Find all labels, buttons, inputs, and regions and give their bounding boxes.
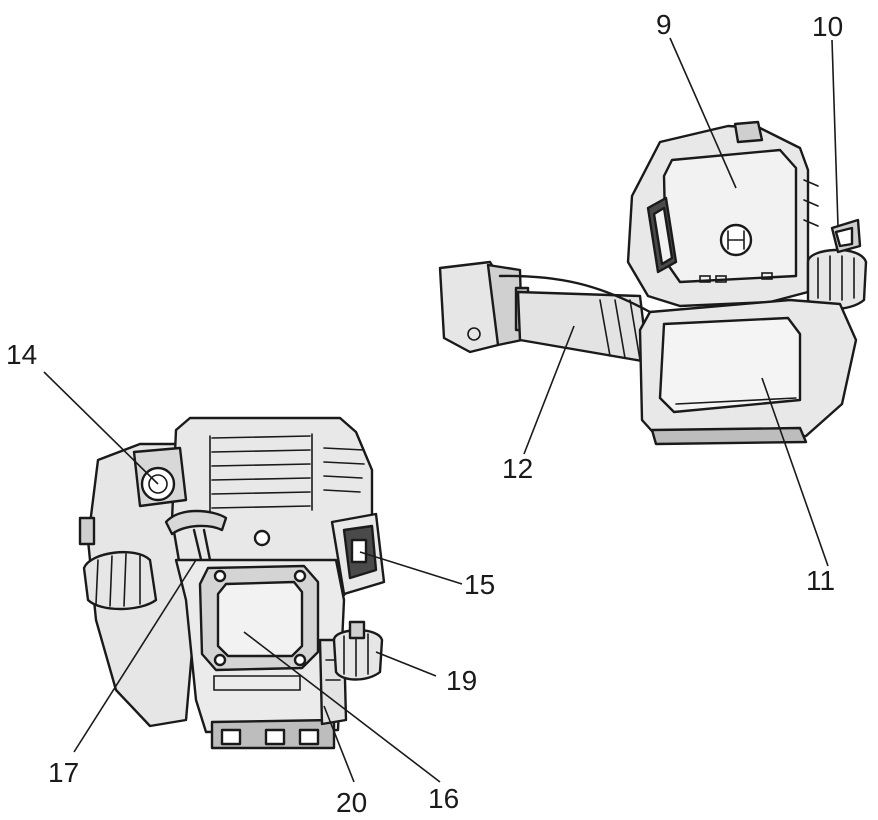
engine-side-view (438, 120, 868, 446)
leader-9 (669, 37, 737, 189)
leader-10 (831, 39, 839, 227)
housing-bolt (253, 529, 271, 547)
fuel-tank-cap (806, 218, 868, 311)
callout-11: 11 (806, 565, 835, 596)
leader-15 (359, 551, 463, 585)
leader-17 (73, 559, 197, 753)
callout-10: 10 (812, 11, 843, 42)
callout-12: 12 (502, 453, 533, 484)
spark-plug-cap (132, 446, 188, 508)
engine-front-view (78, 416, 386, 750)
callout-20: 20 (336, 787, 367, 818)
callout-15: 15 (464, 569, 495, 600)
leader-11 (761, 377, 829, 567)
fuel-filler (332, 620, 384, 681)
air-cleaner-cover (626, 120, 819, 308)
callout-16: 16 (428, 783, 459, 814)
fuel-tank (638, 298, 858, 446)
callout-14: 14 (6, 339, 37, 370)
callout-19: 19 (446, 665, 477, 696)
callout-17: 17 (48, 757, 79, 788)
leader-12 (523, 325, 575, 455)
callout-9: 9 (656, 9, 672, 40)
shaft-coupling (438, 260, 530, 354)
leader-14 (43, 371, 159, 485)
callout-labels: 9 10 11 12 14 15 16 17 19 20 (6, 9, 843, 818)
leader-20 (323, 705, 355, 783)
leader-16 (243, 631, 441, 783)
output-flange (198, 564, 320, 672)
leader-lines (43, 37, 839, 783)
leader-19 (375, 651, 437, 677)
boom-tube (516, 290, 650, 364)
